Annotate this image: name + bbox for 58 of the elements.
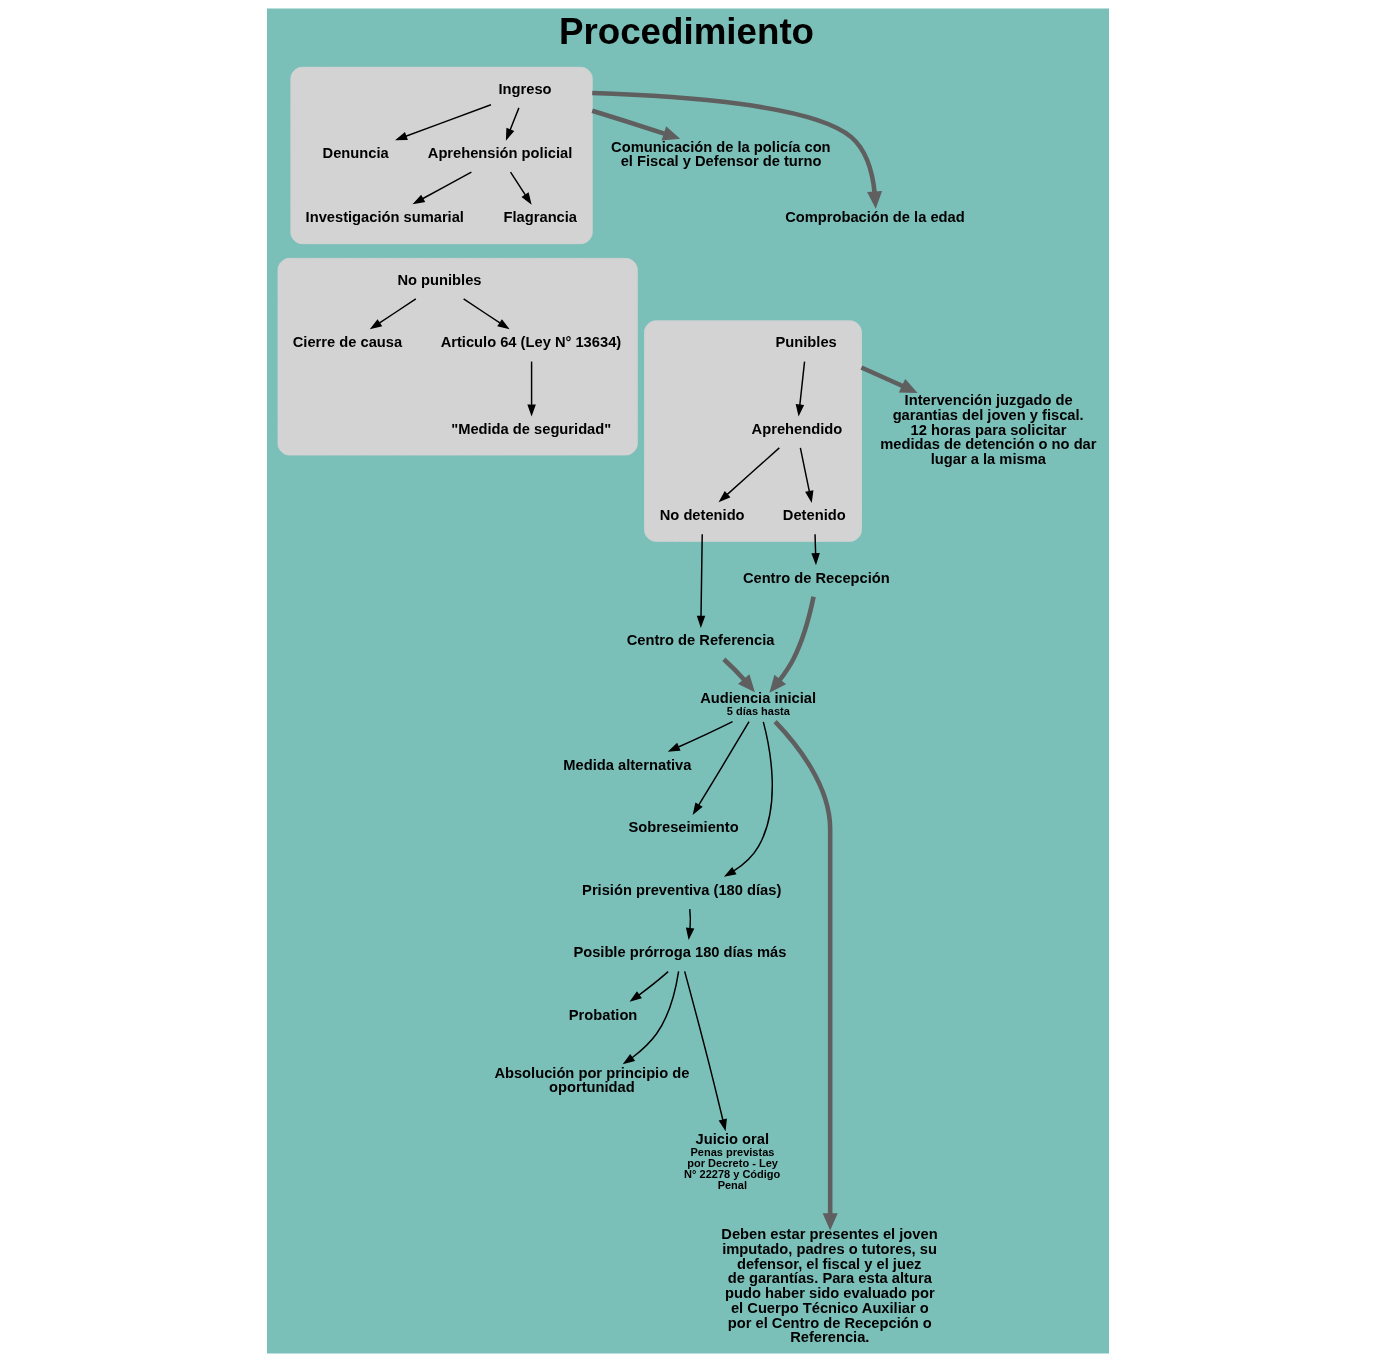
node-text: Posible prórroga 180 días más (573, 944, 787, 961)
arrow (718, 447, 781, 503)
node-text: Investigación sumarial (305, 209, 464, 226)
arrow (685, 908, 695, 941)
node-text: No detenido (659, 507, 745, 524)
node-text: Prisión preventiva (180 días) (582, 881, 782, 898)
node-text: Punibles (775, 334, 837, 351)
cluster (277, 257, 638, 456)
arrow (799, 447, 814, 503)
node-text: Probation (568, 1006, 638, 1023)
diagram-title: Procedimiento (558, 11, 815, 53)
node-text: Aprehendido (751, 420, 843, 437)
node-text: Detenido (782, 507, 846, 524)
node-text: Comunicación de la policía con el Fiscal y Defensor de turno (611, 138, 831, 170)
node-text: Aprehensión policial (427, 145, 573, 162)
arrow (395, 104, 492, 141)
arrow (505, 107, 520, 141)
arrow (527, 360, 536, 417)
node-text: Denuncia (322, 145, 389, 162)
node-text: Medida alternativa (563, 756, 692, 773)
node-text: Centro de Recepción (742, 569, 890, 586)
node-label: 5 días hasta (726, 704, 790, 717)
node-text: Cierre de causa (292, 334, 403, 351)
arrow (592, 90, 883, 209)
arrow (795, 360, 806, 417)
node-text: Absolución por principio de oportunidad (494, 1064, 690, 1096)
node-text: "Medida de seguridad" (451, 420, 612, 437)
arrow (591, 108, 681, 141)
arrow (811, 533, 820, 566)
arrow (509, 171, 532, 205)
node-text: Intervención juzgado de garantias del joven y fiscal. 12 horas para solicitar medidas de detención o no dar lugar a la misma (880, 392, 1097, 467)
arrow (629, 970, 669, 1002)
arrow (622, 970, 680, 1065)
node-text: Juicio oral (695, 1130, 770, 1147)
node-label: Penas previstas por Decreto - Ley N° 22278 y Código Penal (684, 1145, 781, 1191)
arrow (462, 298, 510, 330)
arrow (860, 365, 918, 393)
arrow (692, 720, 750, 815)
node-text: Centro de Referencia (626, 631, 775, 648)
arrow (773, 720, 838, 1231)
node-text: Flagrancia (503, 209, 578, 226)
node-text: Audiencia inicial (700, 689, 817, 706)
node-text: Sobreseimiento (628, 819, 739, 836)
arrow (369, 298, 417, 330)
node-text: Deben estar presentes el joven imputado, padres o tutores, su defensor, el fiscal y el juez de garantías. Para esta altura pudo haber sido evaluado por el Cuerpo Técnico Auxiliar o por el Centro de Recepción o Referencia. (721, 1226, 938, 1346)
arrow (683, 970, 727, 1132)
arrow (412, 171, 473, 205)
cluster (644, 320, 862, 542)
arrow (722, 657, 755, 693)
node-text: Comprobación de la edad (785, 209, 965, 226)
arrow (723, 721, 773, 877)
node-text: Articulo 64 (Ley N° 13634) (440, 334, 622, 351)
node-text: No punibles (397, 271, 482, 288)
arrow (696, 533, 706, 628)
arrow (769, 596, 816, 693)
node-text: Ingreso (498, 80, 552, 97)
cluster (290, 66, 593, 245)
arrow (667, 720, 734, 752)
